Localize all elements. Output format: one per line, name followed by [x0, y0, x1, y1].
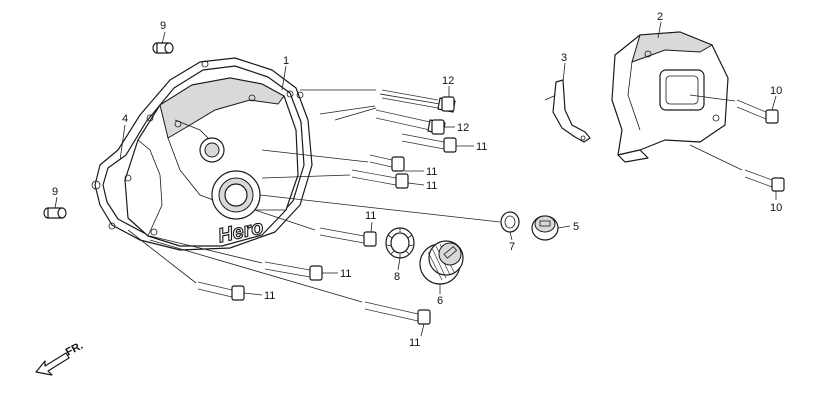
bolt-part-11-g	[364, 301, 431, 325]
bolt-part-10-upper	[736, 99, 779, 124]
front-label: FR.	[64, 340, 85, 359]
callout-12-lower: 12	[457, 122, 469, 134]
callout-11-b: 11	[426, 166, 437, 178]
callout-5: 5	[573, 221, 579, 233]
callout-3: 3	[561, 52, 567, 64]
callout-11-e: 11	[340, 268, 351, 280]
callout-2: 2	[657, 11, 663, 23]
bolt-part-11-f	[197, 281, 245, 301]
callout-leaders	[54, 21, 777, 337]
callout-10-lower: 10	[770, 202, 782, 214]
inspection-plug-part-6	[419, 240, 464, 285]
dowel-pin-lower	[43, 207, 67, 219]
callout-11-f: 11	[264, 290, 275, 302]
left-crankcase-cover-part-1: Hero	[124, 77, 299, 248]
bolt-part-12-lower	[375, 109, 446, 135]
bolt-part-11-d	[319, 227, 377, 247]
callout-10-upper: 10	[770, 85, 782, 97]
bolt-part-11-e	[264, 261, 323, 281]
callout-9-lower: 9	[52, 186, 58, 198]
o-ring-part-7	[500, 211, 520, 233]
sprocket-cover-part-2	[611, 31, 729, 163]
bolt-part-11-b	[369, 154, 405, 172]
callout-8: 8	[394, 271, 400, 283]
callout-11-a: 11	[476, 141, 487, 153]
dowel-pin-upper	[152, 42, 174, 54]
callout-6: 6	[437, 295, 443, 307]
callout-11-c: 11	[426, 180, 437, 192]
bolt-part-12-upper	[379, 89, 456, 113]
front-direction-indicator: FR.	[35, 340, 85, 376]
callout-4: 4	[122, 113, 128, 125]
bolt-part-11-c	[351, 169, 409, 189]
callout-11-g: 11	[409, 337, 420, 349]
bolt-part-11-a	[401, 133, 457, 153]
washer-part-8	[385, 227, 415, 259]
bracket-part-3	[544, 79, 591, 143]
callout-12-upper: 12	[442, 75, 454, 87]
callout-1: 1	[283, 55, 289, 67]
axis-lines	[127, 89, 743, 303]
callout-labels: 9 9 1 4 2 3 12 12 11 11 11 11 11 11 11 1…	[52, 11, 782, 349]
plug-part-5	[531, 215, 559, 241]
callout-11-d: 11	[365, 210, 376, 222]
callout-9-upper: 9	[160, 20, 166, 32]
bolt-part-10-lower	[744, 169, 785, 192]
callout-7: 7	[509, 241, 515, 253]
